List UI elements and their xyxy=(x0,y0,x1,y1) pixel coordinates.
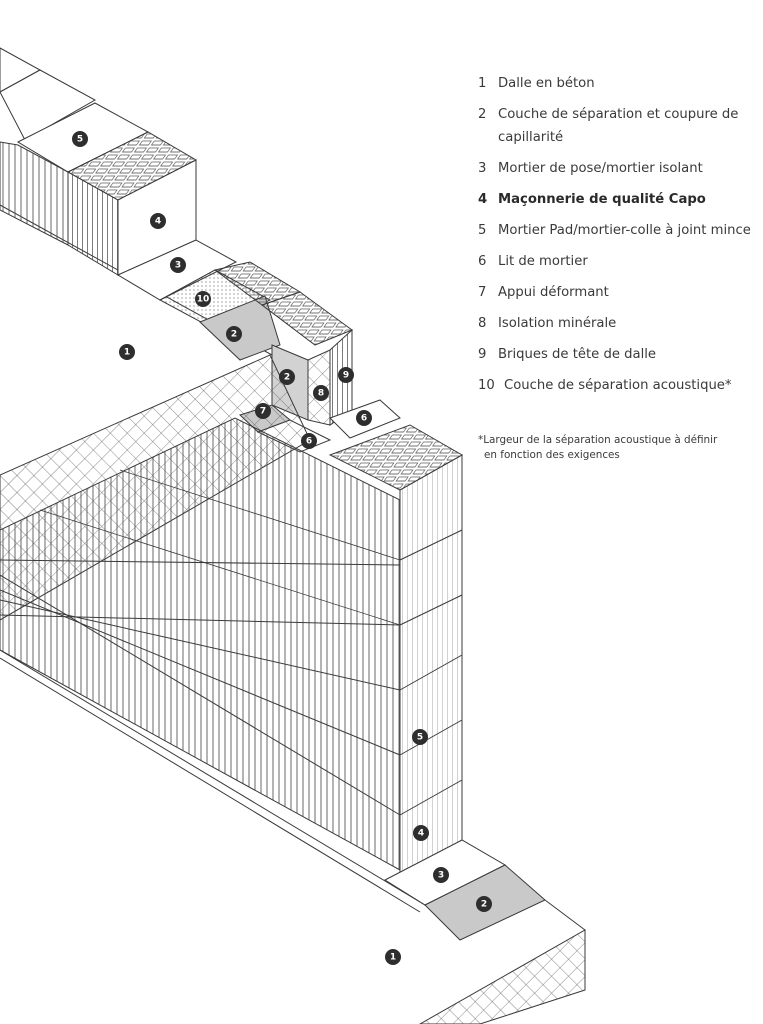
callout-markers: 5 4 3 10 2 1 2 9 8 7 6 6 5 4 3 2 1 xyxy=(72,131,492,965)
callout-1: 1 xyxy=(385,949,401,965)
callout-label: 4 xyxy=(155,217,161,227)
legend-number: 5 xyxy=(478,223,487,238)
legend-number: 4 xyxy=(478,192,488,207)
callout-label: 7 xyxy=(260,407,266,417)
callout-label: 9 xyxy=(343,371,349,381)
legend-number: 3 xyxy=(478,161,487,176)
legend-item-5: 5 Mortier Pad/mortier-colle à joint mince xyxy=(478,219,758,242)
legend-item-9: 9 Briques de tête de dalle xyxy=(478,343,758,366)
callout-circle xyxy=(313,385,329,401)
callout-label: 10 xyxy=(197,295,210,305)
legend-item-6: 6 Lit de mortier xyxy=(478,250,758,273)
callout-10: 10 xyxy=(195,291,211,307)
callout-9: 9 xyxy=(338,367,354,383)
callout-circle xyxy=(385,949,401,965)
legend-number: 10 xyxy=(478,378,495,393)
callout-1: 1 xyxy=(119,344,135,360)
callout-2: 2 xyxy=(226,326,242,342)
callout-label: 1 xyxy=(390,953,396,963)
callout-circle xyxy=(433,867,449,883)
callout-circle xyxy=(119,344,135,360)
callout-circle xyxy=(150,213,166,229)
legend-text: Dalle en béton xyxy=(498,76,595,91)
legend-item-3: 3 Mortier de pose/mortier isolant xyxy=(478,157,758,180)
legend-number: 7 xyxy=(478,285,487,300)
legend-item-2: 2 Couche de séparation et coupure de capi… xyxy=(478,103,758,149)
callout-label: 2 xyxy=(481,900,487,910)
legend-number: 1 xyxy=(478,76,487,91)
callout-6: 6 xyxy=(301,433,317,449)
legend-text: Maçonnerie de qualité Capo xyxy=(498,192,706,207)
legend-text: Mortier Pad/mortier-colle à joint mince xyxy=(498,223,751,238)
legend-text: Isolation minérale xyxy=(498,316,617,331)
legend-item-1: 1 Dalle en béton xyxy=(478,72,758,95)
callout-circle xyxy=(226,326,242,342)
callout-label: 5 xyxy=(417,733,423,743)
legend-number: 9 xyxy=(478,347,487,362)
legend-number: 8 xyxy=(478,316,487,331)
callout-2: 2 xyxy=(476,896,492,912)
callout-label: 5 xyxy=(77,135,83,145)
legend-item-4: 4 Maçonnerie de qualité Capo xyxy=(478,188,758,211)
main-wall xyxy=(0,354,586,1024)
callout-4: 4 xyxy=(150,213,166,229)
footnote-line-2: en fonction des exigences xyxy=(484,449,620,461)
legend: 1 Dalle en béton 2 Couche de séparation et … xyxy=(478,72,758,405)
callout-label: 3 xyxy=(438,871,444,881)
callout-label: 6 xyxy=(306,437,312,447)
callout-circle xyxy=(413,825,429,841)
legend-number: 6 xyxy=(478,254,487,269)
callout-circle xyxy=(338,367,354,383)
callout-8: 8 xyxy=(313,385,329,401)
callout-circle xyxy=(170,257,186,273)
callout-label: 2 xyxy=(284,373,290,383)
callout-circle xyxy=(301,433,317,449)
callout-label: 4 xyxy=(418,829,424,839)
callout-circle xyxy=(279,369,295,385)
callout-circle xyxy=(195,291,211,307)
callout-3: 3 xyxy=(170,257,186,273)
callout-4: 4 xyxy=(413,825,429,841)
callout-5: 5 xyxy=(412,729,428,745)
legend-text: Couche de séparation et coupure de capil… xyxy=(498,107,739,145)
callout-circle xyxy=(72,131,88,147)
legend-item-8: 8 Isolation minérale xyxy=(478,312,758,335)
footnote-line-1: *Largeur de la séparation acoustique à d… xyxy=(478,434,718,446)
callout-label: 1 xyxy=(124,348,130,358)
callout-circle xyxy=(356,410,372,426)
legend-text: Appui déformant xyxy=(498,285,609,300)
legend-item-10: 10 Couche de séparation acoustique* xyxy=(478,374,758,397)
callout-2: 2 xyxy=(279,369,295,385)
callout-circle xyxy=(476,896,492,912)
callout-7: 7 xyxy=(255,403,271,419)
callout-circle xyxy=(412,729,428,745)
callout-5: 5 xyxy=(72,131,88,147)
callout-6: 6 xyxy=(356,410,372,426)
legend-text: Couche de séparation acoustique* xyxy=(504,378,732,393)
legend-text: Lit de mortier xyxy=(498,254,588,269)
callout-label: 8 xyxy=(318,389,324,399)
legend-number: 2 xyxy=(478,107,487,122)
callout-3: 3 xyxy=(433,867,449,883)
callout-circle xyxy=(255,403,271,419)
footnote: *Largeur de la séparation acoustique à d… xyxy=(478,433,758,463)
callout-label: 6 xyxy=(361,414,367,424)
callout-label: 3 xyxy=(175,261,181,271)
legend-text: Mortier de pose/mortier isolant xyxy=(498,161,703,176)
legend-text: Briques de tête de dalle xyxy=(498,347,657,362)
callout-label: 2 xyxy=(231,330,237,340)
legend-item-7: 7 Appui déformant xyxy=(478,281,758,304)
